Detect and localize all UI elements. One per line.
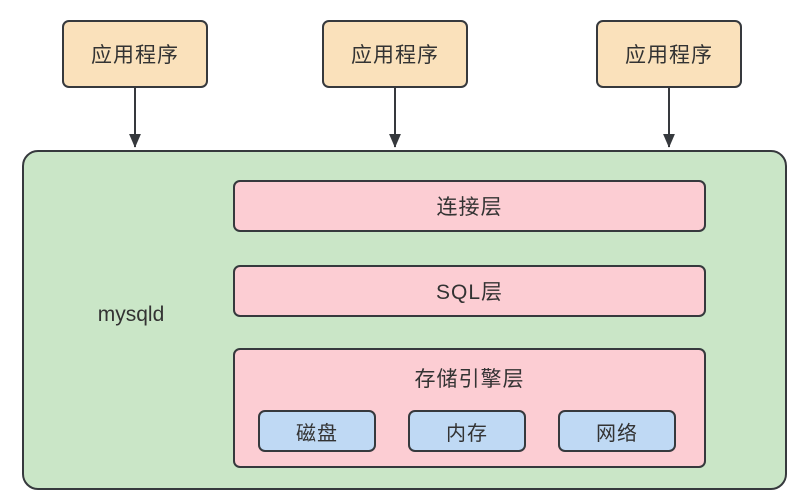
application-box-1-label: 应用程序 [91, 44, 179, 67]
connection-layer-box[interactable]: 连接层 [233, 180, 706, 232]
application-box-3[interactable]: 应用程序 [596, 20, 742, 88]
storage-engine-layer-label: 存储引擎层 [414, 368, 525, 391]
application-box-1[interactable]: 应用程序 [62, 20, 208, 88]
sql-layer-box[interactable]: SQL层 [233, 265, 706, 317]
resource-box-network[interactable]: 网络 [558, 410, 676, 452]
connection-layer-label: 连接层 [436, 196, 503, 219]
mysqld-label: mysqld [97, 303, 165, 326]
resource-box-disk-label: 磁盘 [296, 422, 338, 445]
application-box-3-label: 应用程序 [625, 44, 713, 67]
sql-layer-label: SQL层 [435, 281, 504, 304]
resource-box-disk[interactable]: 磁盘 [258, 410, 376, 452]
resource-box-memory-label: 内存 [446, 422, 488, 445]
resource-box-network-label: 网络 [596, 422, 638, 445]
resource-box-memory[interactable]: 内存 [408, 410, 526, 452]
application-box-2[interactable]: 应用程序 [322, 20, 468, 88]
application-box-2-label: 应用程序 [351, 44, 439, 67]
